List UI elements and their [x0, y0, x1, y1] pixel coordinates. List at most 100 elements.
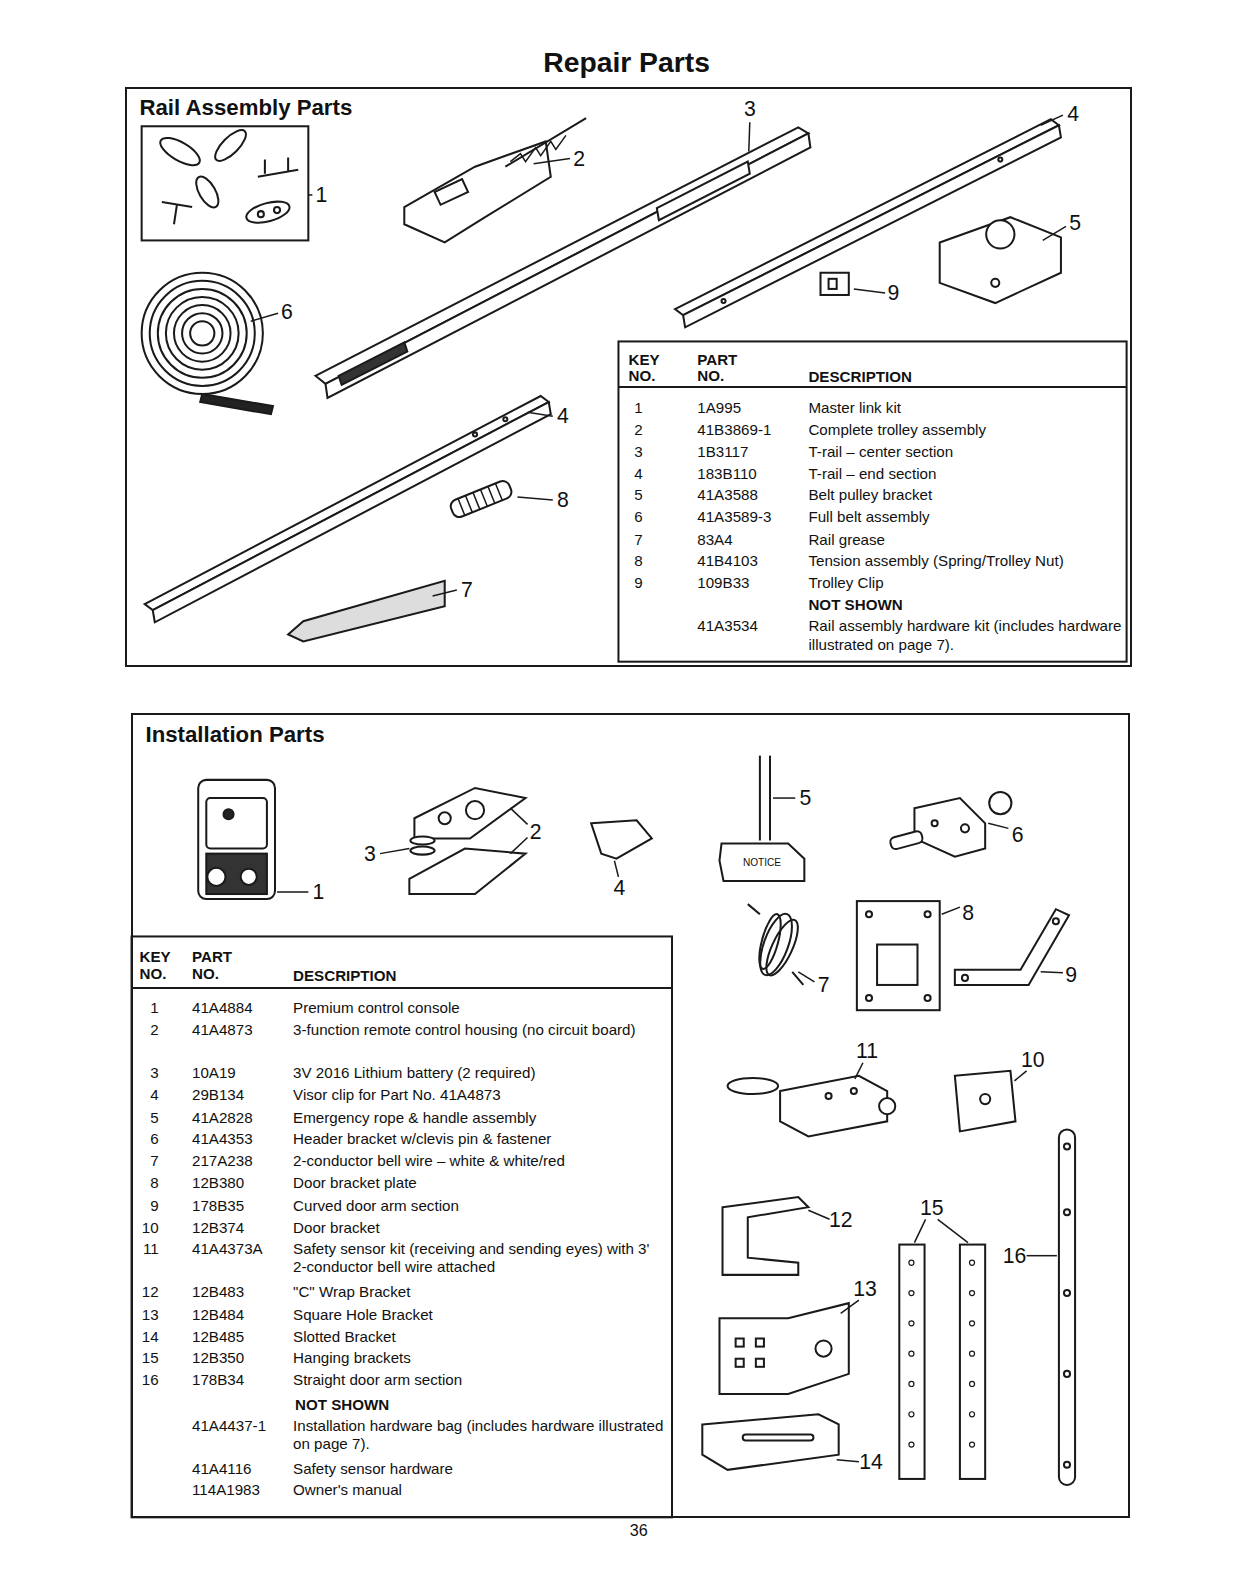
table-cell: 7 — [634, 531, 642, 549]
table-cell: 109B33 — [697, 574, 749, 592]
table-cell: 12B380 — [192, 1174, 244, 1192]
table-cell: 41A4353 — [192, 1130, 253, 1148]
table-header: KEY NO. — [629, 352, 669, 384]
table-cell: 41A4437-1 — [192, 1417, 266, 1435]
table-cell: Door bracket — [293, 1219, 665, 1237]
table-cell: Rail grease — [808, 531, 885, 549]
table-cell: Installation hardware bag (includes hard… — [293, 1417, 665, 1453]
table-subheading: NOT SHOWN — [295, 1396, 389, 1414]
callout-number: 16 — [1003, 1246, 1027, 1267]
page-number: 36 — [630, 1522, 648, 1538]
table-cell: Door bracket plate — [293, 1174, 665, 1192]
callout-number: 1 — [315, 184, 327, 205]
panel-heading: Installation Parts — [145, 722, 324, 748]
table-cell: Square Hole Bracket — [293, 1306, 665, 1324]
table-cell: Curved door arm section — [293, 1197, 665, 1215]
table-cell: Safety sensor kit (receiving and sending… — [293, 1240, 665, 1276]
table-subheading: NOT SHOWN — [808, 596, 902, 614]
table-cell: 10 — [142, 1219, 159, 1237]
table-cell: Rail assembly hardware kit (includes har… — [808, 617, 1123, 653]
table-cell: 41A4884 — [192, 999, 253, 1017]
table-cell: Premium control console — [293, 999, 665, 1017]
table-cell: 29B134 — [192, 1086, 244, 1104]
table-cell: 4 — [150, 1086, 158, 1104]
table-cell: 41B4103 — [697, 552, 758, 570]
table-cell: 6 — [150, 1130, 158, 1148]
table-cell: T-rail – end section — [808, 465, 936, 483]
table-cell: 41A4373A — [192, 1240, 263, 1258]
callout-number: 5 — [1069, 213, 1081, 234]
table-cell: 8 — [150, 1174, 158, 1192]
parts-panel: Installation Parts — [131, 713, 1129, 1517]
callout-number: 8 — [557, 490, 569, 511]
table-cell: 13 — [142, 1306, 159, 1324]
table-cell: Tension assembly (Spring/Trolley Nut) — [808, 552, 1063, 570]
table-cell: 41A2828 — [192, 1109, 253, 1127]
table-cell: 14 — [142, 1328, 159, 1346]
callout-number: 10 — [1021, 1049, 1045, 1070]
callout-number: 4 — [557, 406, 569, 427]
callout-number: 5 — [800, 788, 812, 809]
callout-number: 14 — [859, 1452, 883, 1473]
table-cell: Hanging brackets — [293, 1349, 665, 1367]
table-cell: 183B110 — [697, 465, 757, 483]
callout-number: 9 — [1065, 965, 1077, 986]
table-cell: Straight door arm section — [293, 1371, 665, 1389]
table-cell: Trolley Clip — [808, 574, 883, 592]
table-header: DESCRIPTION — [293, 967, 396, 985]
table-cell: 12B483 — [192, 1283, 244, 1301]
table-cell: 114A1983 — [192, 1481, 260, 1499]
callout-number: 3 — [744, 99, 756, 120]
table-header: KEY NO. — [139, 948, 179, 982]
table-cell: 9 — [634, 574, 642, 592]
table-cell: 7 — [150, 1152, 158, 1170]
table-cell: Master link kit — [808, 399, 901, 417]
table-cell: 11 — [143, 1240, 159, 1258]
callout-number: 15 — [920, 1197, 944, 1218]
callout-number: 4 — [1067, 104, 1079, 125]
table-cell: 12B350 — [192, 1349, 244, 1367]
table-cell: 12B485 — [192, 1328, 244, 1346]
table-cell: Header bracket w/clevis pin & fastener — [293, 1130, 665, 1148]
table-cell: 2 — [150, 1021, 158, 1039]
handle-text: NOTICE — [743, 858, 781, 868]
table-cell: 1 — [150, 999, 158, 1017]
table-cell: 6 — [634, 508, 642, 526]
table-cell: 3V 2016 Lithium battery (2 required) — [293, 1064, 665, 1082]
page-title: Repair Parts — [543, 46, 710, 79]
table-cell: 5 — [150, 1109, 158, 1127]
table-cell: Safety sensor hardware — [293, 1460, 453, 1478]
callout-number: 6 — [1012, 824, 1024, 845]
table-cell: 15 — [142, 1349, 159, 1367]
callout-number: 8 — [962, 902, 974, 923]
table-cell: 41A3589-3 — [697, 508, 771, 526]
panel-heading: Rail Assembly Parts — [139, 95, 352, 121]
table-cell: Belt pulley bracket — [808, 486, 932, 504]
callout-number: 2 — [573, 148, 585, 169]
table-cell: 178B34 — [192, 1371, 244, 1389]
table-cell: 178B35 — [192, 1197, 244, 1215]
table-cell: 1B3117 — [697, 443, 748, 461]
callout-number: 4 — [614, 878, 626, 899]
table-cell: 10A19 — [192, 1064, 236, 1082]
table-cell: 83A4 — [697, 531, 732, 549]
table-cell: 2-conductor bell wire – white & white/re… — [293, 1152, 665, 1170]
table-header: PART NO. — [192, 948, 241, 982]
callout-number: 2 — [530, 821, 542, 842]
callout-number: 12 — [829, 1209, 853, 1230]
table-cell: 5 — [634, 486, 642, 504]
callout-number: 13 — [853, 1279, 877, 1300]
table-cell: 1A995 — [697, 399, 741, 417]
table-cell: 12B374 — [192, 1219, 244, 1237]
table-cell: 1 — [634, 399, 642, 417]
table-cell: 9 — [150, 1197, 158, 1215]
table-cell: 41B3869-1 — [697, 421, 771, 439]
table-cell: 41A4116 — [192, 1460, 252, 1478]
table-cell: Complete trolley assembly — [808, 421, 986, 439]
callout-number: 11 — [856, 1040, 878, 1061]
table-cell: T-rail – center section — [808, 443, 953, 461]
table-cell: Slotted Bracket — [293, 1328, 665, 1346]
table-cell: 3-function remote control housing (no ci… — [293, 1021, 665, 1039]
